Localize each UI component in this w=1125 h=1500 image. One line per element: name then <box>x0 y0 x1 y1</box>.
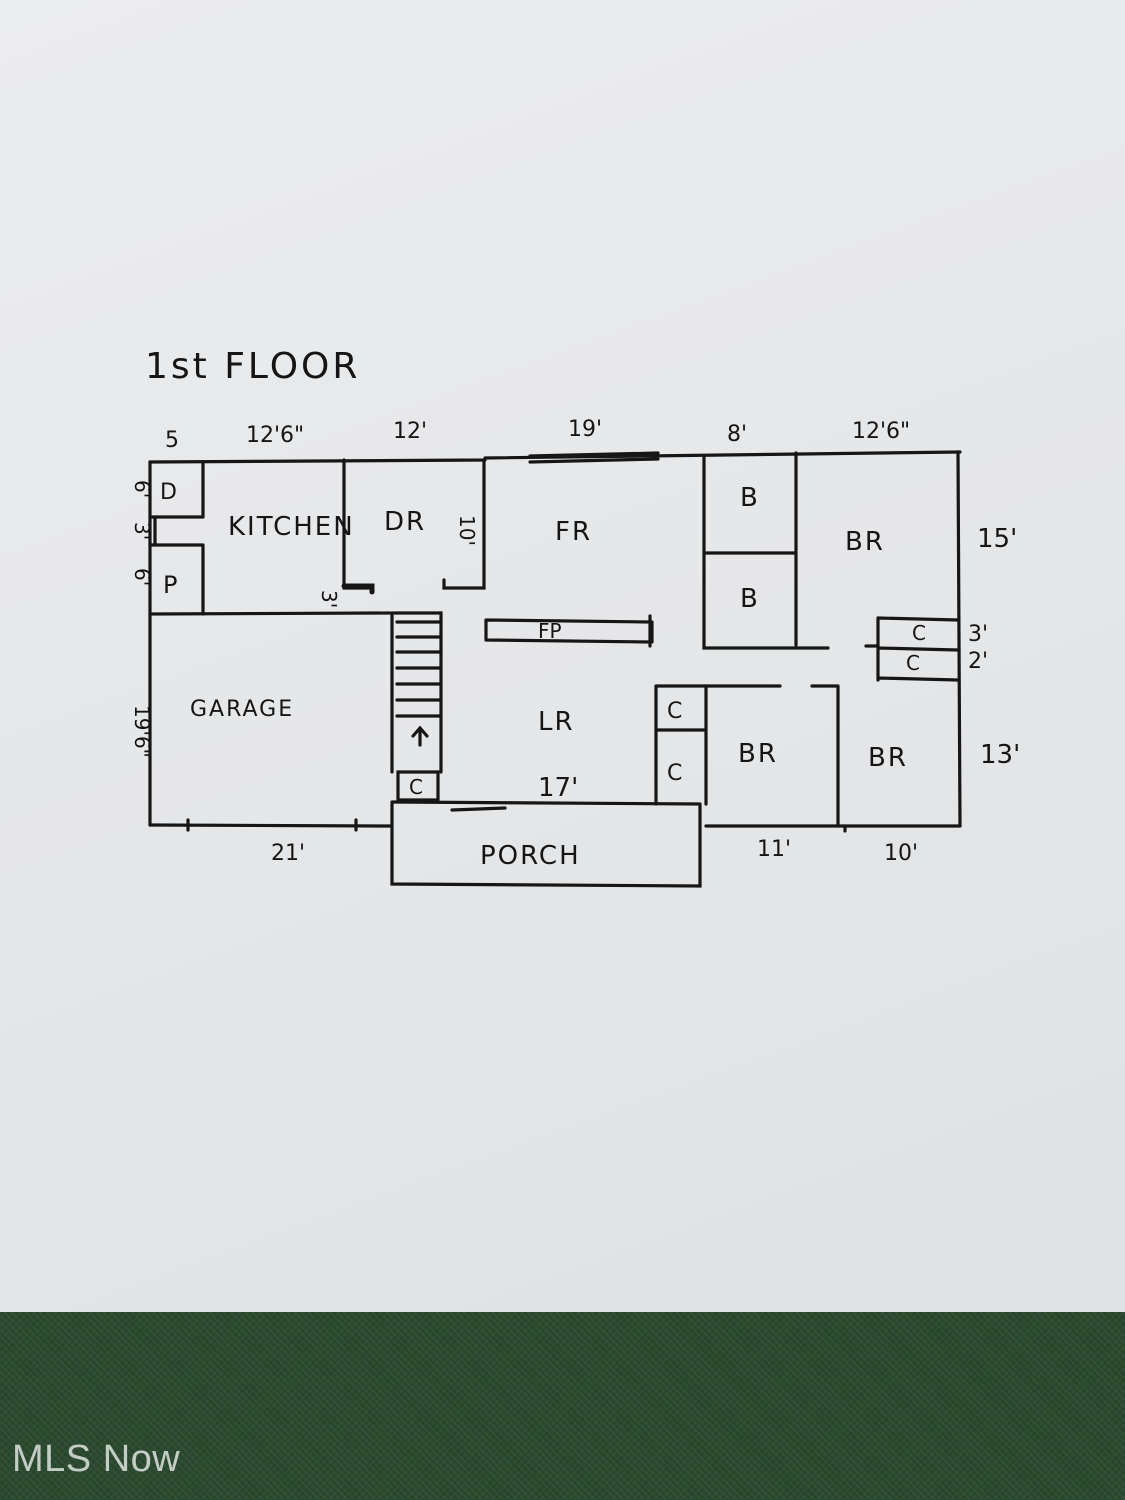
dim-bottom-2: 17' <box>538 773 578 803</box>
closet-right-1-label: C <box>912 621 926 645</box>
closet-stair-label: C <box>409 775 423 799</box>
family-room-label: FR <box>555 517 592 547</box>
master-bedroom-label: BR <box>845 527 885 557</box>
living-room-label: LR <box>538 707 575 737</box>
dim-right-4: 13' <box>980 740 1020 770</box>
bath-2-label: B <box>740 584 760 614</box>
dim-left-3: 6' <box>130 568 154 586</box>
garage-label: GARAGE <box>190 697 294 722</box>
dim-left-1: 6' <box>130 480 154 498</box>
dim-bottom-1: 21' <box>271 841 305 866</box>
dim-bottom-4: 10' <box>884 841 918 866</box>
bedroom-3-label: BR <box>868 743 908 773</box>
dim-dr-depth: 10' <box>455 515 479 546</box>
dim-top-6: 12'6" <box>852 419 910 444</box>
floor-plan: KITCHEN DR FR B B BR BR BR LR GARAGE POR… <box>130 346 1020 888</box>
dining-room-label: DR <box>384 507 426 537</box>
porch-label: PORCH <box>480 841 581 871</box>
dim-hall: 3' <box>317 590 341 608</box>
kitchen-label: KITCHEN <box>228 512 355 542</box>
fireplace-label: FP <box>538 619 562 643</box>
dim-top-5: 8' <box>727 422 747 447</box>
mls-watermark: MLS Now <box>12 1438 181 1480</box>
dim-right-1: 15' <box>977 524 1017 554</box>
dim-left-2: 3' <box>130 522 154 540</box>
dim-top-4: 19' <box>568 417 602 442</box>
closet-lr-1-label: C <box>667 699 684 724</box>
bedroom-2-label: BR <box>738 739 778 769</box>
floor-title: 1st FLOOR <box>145 346 360 387</box>
dim-bottom-3: 11' <box>757 837 791 862</box>
plan-walls <box>148 450 962 888</box>
dim-right-3: 2' <box>968 649 988 674</box>
bath-1-label: B <box>740 483 760 513</box>
dim-left-4: 19'6" <box>130 705 154 758</box>
dim-right-2: 3' <box>968 622 988 647</box>
dryer-label: D <box>160 480 179 505</box>
pantry-label: P <box>163 571 179 599</box>
closet-lr-2-label: C <box>667 761 684 786</box>
closet-right-2-label: C <box>906 651 920 675</box>
green-cloth-background <box>0 1312 1125 1500</box>
dim-top-1: 5 <box>165 428 179 453</box>
dim-top-3: 12' <box>393 419 427 444</box>
dim-top-2: 12'6" <box>246 423 304 448</box>
paper-sheet <box>0 0 1125 1318</box>
